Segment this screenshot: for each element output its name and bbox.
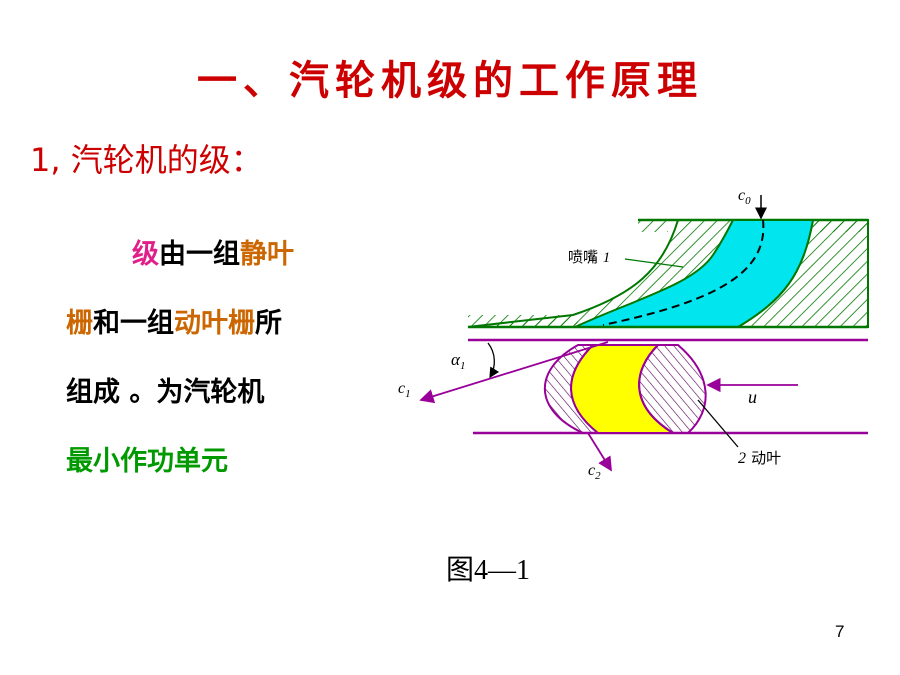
text-fragment: 组成 。为汽轮机 [66,377,265,408]
c0-label: c0 [738,187,751,207]
term-rotor-cascade: 动叶栅 [174,308,255,339]
u-label: u [748,387,757,407]
alpha-angle-arc [487,342,500,379]
term-stage: 级 [132,239,159,270]
description-line-4: 最小作功单元 [66,427,366,496]
term-stator-cascade: 静叶 [240,239,294,270]
steam-flow-path [602,219,765,326]
blade-label: 2 动叶 [738,448,781,467]
text-fragment: 所 [255,308,282,339]
c1-label: c1 [398,380,411,400]
stage-description: 级由一组静叶 栅和一组动叶栅所 组成 。为汽轮机 最小作功单元 [66,220,366,496]
c2-arrow [587,432,612,472]
section-subtitle: 1, 汽轮机的级： [30,141,263,179]
description-line-2: 栅和一组动叶栅所 [66,289,366,358]
alpha-label: α1 [451,350,465,372]
text-fragment: 和一组 [93,308,174,339]
description-line-1: 级由一组静叶 [66,220,366,289]
text-fragment: 由一组 [159,239,240,270]
slide-title: 一、汽轮机级的工作原理 [197,58,703,104]
turbine-stage-diagram: c0 喷嘴 1 α1 c1 u c2 2 动叶 [398,187,869,482]
page-number: 7 [835,622,845,641]
nozzle-label: 喷嘴 1 [568,248,610,266]
c2-label: c2 [588,462,601,482]
nozzle-passage [574,219,815,328]
description-line-3: 组成 。为汽轮机 [66,358,366,427]
term-stator-cascade-end: 栅 [66,308,93,339]
rotor-blade-right [638,344,707,434]
term-smallest-work-unit: 最小作功单元 [66,446,228,477]
c1-arrow [419,341,609,404]
figure-caption: 图4—1 [446,555,531,586]
